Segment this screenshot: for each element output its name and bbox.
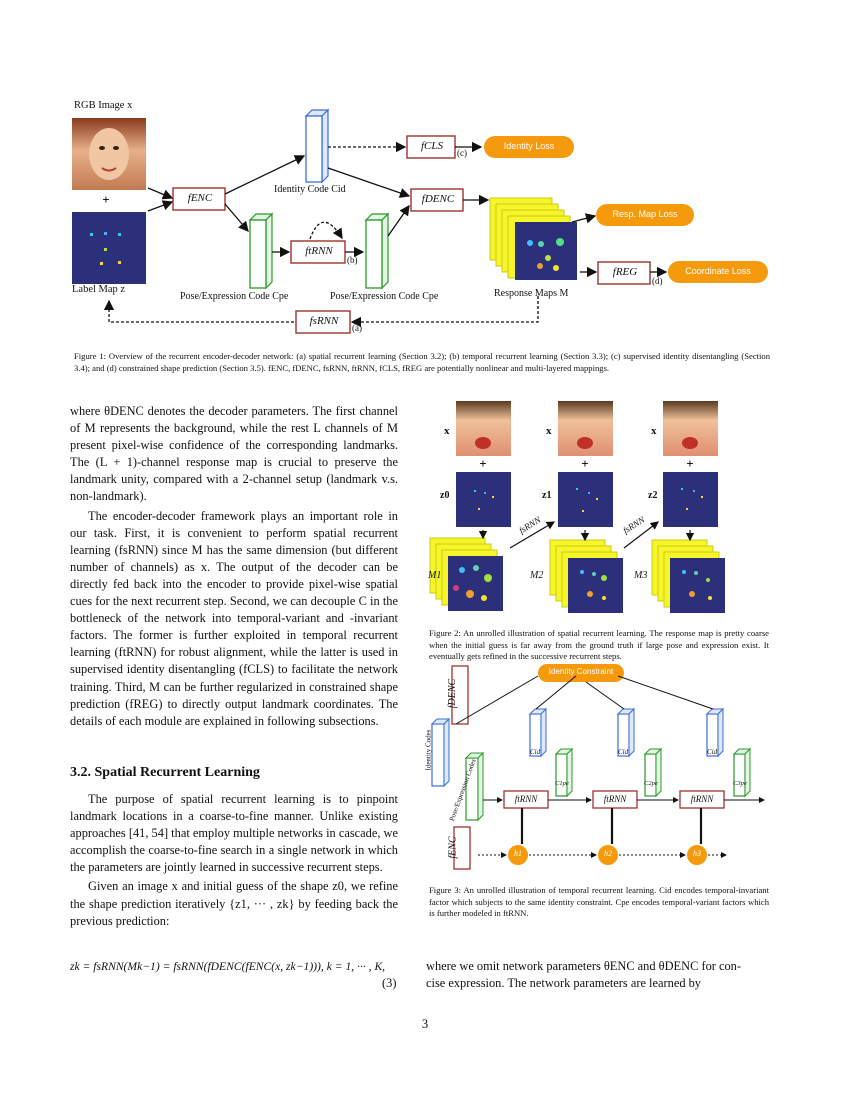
tag-d: (d) <box>652 276 663 286</box>
fig3-step-2 <box>529 681 679 865</box>
svg-text:+: + <box>581 456 588 471</box>
fig2-m3-label: M3 <box>634 570 648 581</box>
continuation-line-2: cise expression. The network parameters … <box>426 976 702 991</box>
equation-number: (3) <box>382 976 397 990</box>
left-column: where θDENC denotes the decoder paramete… <box>70 403 398 730</box>
identity-loss-pill: Identity Loss <box>503 141 555 151</box>
fig3-cid-3: Cid <box>707 748 718 756</box>
tag-c: (c) <box>457 148 467 158</box>
fig3-cpe-2: C2pe <box>644 780 658 787</box>
fig2-z0-label: z0 <box>440 490 450 501</box>
page-number: 3 <box>421 1017 429 1031</box>
fig3-f-trnn-1: ftRNN <box>514 794 538 804</box>
fig3-cpe-1: C1pe <box>555 780 569 787</box>
f-trnn-box: ftRNN <box>305 245 333 257</box>
pose-code-label-1: Pose/Expression Code Cpe <box>180 291 289 302</box>
figure-2-diagram: + + + <box>429 401 725 613</box>
coordinate-loss-pill: Coordinate Loss <box>685 266 751 276</box>
fig3-step-3 <box>617 675 765 865</box>
section-heading: 3.2. Spatial Recurrent Learning <box>70 765 260 780</box>
identity-constraint-pill: Identity Constraint <box>548 667 614 676</box>
fig3-h3: h3 <box>693 849 701 858</box>
fig2-x-label-1: x <box>444 425 450 437</box>
f-srnn-box: fsRNN <box>309 315 339 327</box>
paragraph-2: The encoder-decoder framework plays an i… <box>70 508 398 728</box>
fig3-h2: h2 <box>604 849 612 858</box>
fig3-f-trnn-2: ftRNN <box>603 794 627 804</box>
tag-b: (b) <box>347 255 358 265</box>
figure-2: + + + x x x z0 z1 z2 M1 M2 M3 fsRNN fsRN… <box>426 398 770 623</box>
fig2-z1-label: z1 <box>542 490 552 501</box>
plus-sign: + <box>102 192 109 207</box>
f-reg-box: fREG <box>612 266 638 278</box>
tag-a: (a) <box>352 323 362 333</box>
fig2-column-3 <box>623 401 725 613</box>
fig3-f-enc: fENC <box>447 836 459 859</box>
fig3-f-trnn-3: ftRNN <box>690 794 714 804</box>
fig2-m1-label: M1 <box>428 570 442 581</box>
fig3-h1: h1 <box>514 849 522 858</box>
fig2-column-1 <box>429 401 511 611</box>
paragraph-4: Given an image x and initial guess of th… <box>70 879 398 928</box>
figure-1-diagram: + <box>72 108 768 334</box>
identity-code-label: Identity Code Cid <box>274 184 346 195</box>
fig3-cid-2: Cid <box>618 748 629 756</box>
fig3-identity-codes: Identity Codes <box>424 729 433 771</box>
fig3-cpe-3: C3pe <box>733 780 747 787</box>
figure-1-caption: Figure 1: Overview of the recurrent enco… <box>74 351 770 373</box>
fig2-x-label-3: x <box>651 425 657 437</box>
figure-2-caption: Figure 2: An unrolled illustration of sp… <box>429 628 769 662</box>
equation-3: zk = fsRNN(Mk−1) = fsRNN(fDENC(fENC(x, z… <box>70 960 386 973</box>
fig3-step-1 <box>503 675 592 865</box>
rgb-image-label: RGB Image x <box>74 100 133 111</box>
f-cls-box: fCLS <box>420 140 443 152</box>
f-denc-box: fDENC <box>421 193 455 205</box>
paragraph-3: The purpose of spatial recurrent learnin… <box>70 792 398 875</box>
continuation-line-1: where we omit network parameters θENC an… <box>426 959 741 973</box>
fig3-cid-1: Cid <box>530 748 541 756</box>
label-map-image <box>72 212 146 284</box>
figure-3: Identity Constraint fDENC fENC Identity … <box>424 662 770 874</box>
fig2-x-label-2: x <box>546 425 552 437</box>
figure-3-diagram <box>430 664 765 870</box>
resp-map-loss-pill: Resp. Map Loss <box>612 209 678 219</box>
fig3-f-denc: fDENC <box>447 678 459 709</box>
paragraph-1: where θDENC denotes the decoder paramete… <box>70 404 398 504</box>
pose-code-label-2: Pose/Expression Code Cpe <box>330 291 439 302</box>
svg-text:+: + <box>686 456 693 471</box>
response-maps-label: Response Maps M <box>494 288 569 299</box>
figure-3-caption: Figure 3: An unrolled illustration of te… <box>429 885 769 919</box>
left-column-lower: The purpose of spatial recurrent learnin… <box>70 791 398 930</box>
fig2-m2-label: M2 <box>530 570 544 581</box>
right-continuation: where we omit network parameters θENC an… <box>426 958 756 992</box>
svg-text:+: + <box>479 456 486 471</box>
figure-1: + <box>60 96 800 341</box>
f-enc-box: fENC <box>187 192 213 204</box>
fig2-z2-label: z2 <box>648 490 658 501</box>
label-map-label: Label Map z <box>72 284 126 295</box>
fig2-column-2 <box>509 401 623 613</box>
